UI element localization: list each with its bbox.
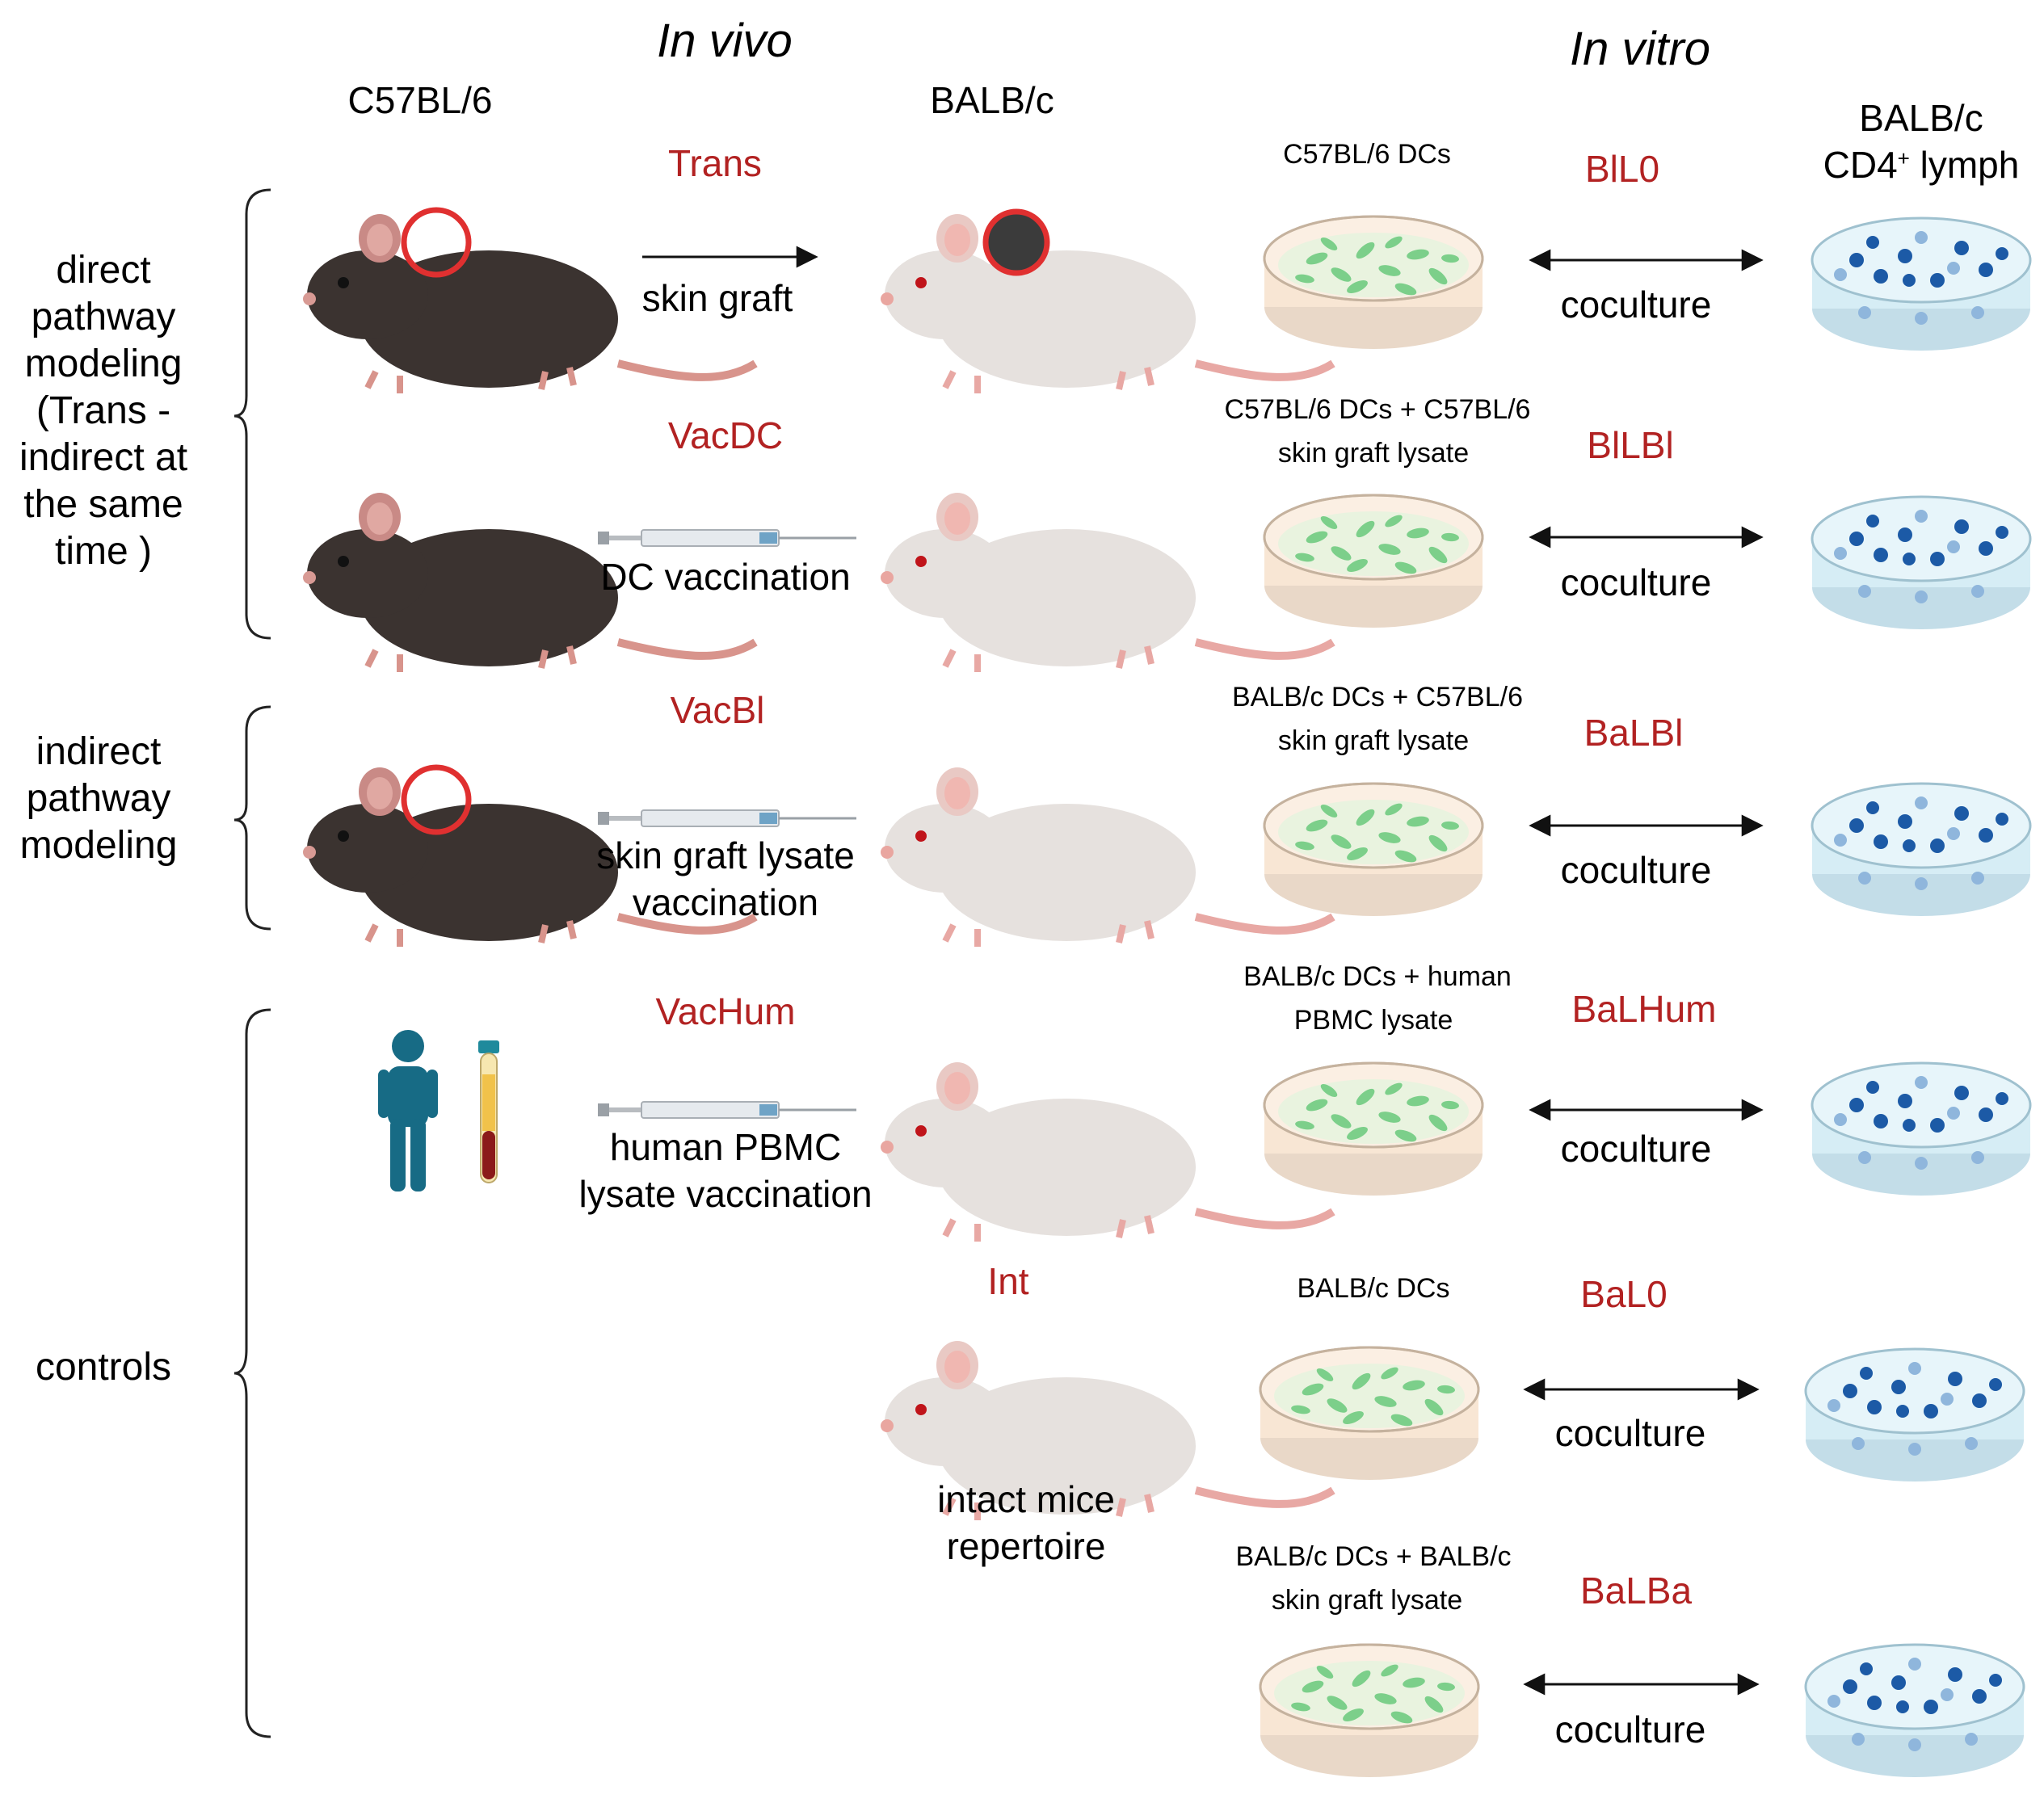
dc-dish (1263, 494, 1484, 629)
lymph-dish (1811, 782, 2032, 918)
lymph-dish (1811, 495, 2032, 631)
code-trans: Trans (668, 142, 762, 184)
code-vacbl: VacBl (671, 689, 765, 731)
dc-dish (1259, 1643, 1480, 1779)
lymph-dish (1804, 1347, 2025, 1483)
brace-direct (233, 188, 271, 640)
dish-label: BALB/c DCs + C57BL/6 (1232, 682, 1523, 712)
header-in-vivo: In vivo (657, 15, 793, 67)
strain-lymph-line2: CD4+ lymph (1823, 144, 2020, 186)
code-bll0: BlL0 (1585, 148, 1659, 190)
coculture-label: coculture (1561, 561, 1712, 603)
svg-text:indirect: indirect (36, 730, 162, 773)
group-label-indirect: indirect pathway modeling (20, 730, 178, 867)
dish-label: skin graft lysate (1278, 438, 1469, 469)
strain-donor: C57BL/6 (347, 79, 492, 121)
coculture-label: coculture (1561, 849, 1712, 891)
brace-controls (233, 1008, 271, 1738)
dc-dish (1259, 1346, 1480, 1481)
dish-label: skin graft lysate (1278, 725, 1469, 756)
dc-dish (1263, 1061, 1484, 1197)
code-int: Int (987, 1260, 1028, 1302)
code-bal0: BaL0 (1580, 1273, 1667, 1315)
group-label-direct: direct pathway modeling (Trans - indirec… (19, 249, 187, 573)
action-lysate-vaccination-2: vaccination (633, 881, 818, 923)
lymph-dish (1811, 1061, 2032, 1197)
lymph-dish (1804, 1643, 2025, 1779)
strain-recipient: BALB/c (930, 79, 1054, 121)
action-intact-2: repertoire (947, 1525, 1106, 1567)
syringe-icon (596, 1100, 858, 1120)
coculture-label: coculture (1555, 1412, 1706, 1454)
svg-text:indirect at: indirect at (19, 436, 187, 479)
svg-text:(Trans -: (Trans - (36, 389, 170, 432)
svg-text:controls: controls (36, 1346, 171, 1389)
header-in-vitro: In vitro (1570, 23, 1710, 75)
svg-text:pathway: pathway (32, 296, 176, 338)
lymph-dish (1811, 216, 2032, 352)
person-icon (378, 1030, 438, 1191)
dish-label: skin graft lysate (1272, 1585, 1462, 1616)
svg-text:modeling: modeling (20, 824, 178, 867)
blood-tube-icon (478, 1040, 499, 1183)
code-vacdc: VacDC (668, 414, 783, 456)
syringe-icon (596, 528, 858, 548)
svg-text:direct: direct (56, 249, 150, 292)
dish-label: C57BL/6 DCs + C57BL/6 (1225, 394, 1531, 425)
brace-indirect (233, 705, 271, 931)
strain-lymph-line1: BALB/c (1859, 97, 1983, 139)
group-label-controls: controls (36, 1346, 171, 1389)
graft-icon (982, 208, 1050, 276)
action-intact-1: intact mice (937, 1478, 1115, 1520)
code-bllbl: BlLBl (1587, 424, 1673, 466)
svg-text:modeling: modeling (25, 343, 183, 385)
code-balbl: BaLBl (1584, 712, 1684, 754)
dc-dish (1263, 215, 1484, 351)
code-balba: BaLBa (1580, 1570, 1693, 1612)
coculture-label: coculture (1555, 1708, 1706, 1750)
graft-site-ring (401, 764, 472, 835)
dish-label: PBMC lysate (1294, 1005, 1453, 1036)
coculture-label: coculture (1561, 1128, 1712, 1170)
code-balhum: BaLHum (1572, 988, 1717, 1030)
dc-dish (1263, 782, 1484, 918)
action-dc-vaccination: DC vaccination (600, 556, 850, 598)
svg-text:time ): time ) (55, 530, 152, 573)
action-pbmc-2: lysate vaccination (578, 1173, 872, 1215)
syringe-icon (596, 809, 858, 828)
svg-text:the same: the same (23, 483, 183, 526)
dish-label: BALB/c DCs (1297, 1273, 1450, 1304)
svg-text:pathway: pathway (27, 777, 171, 820)
action-lysate-vaccination-1: skin graft lysate (596, 834, 855, 876)
code-vachum: VacHum (656, 990, 796, 1032)
dish-label: BALB/c DCs + human (1243, 961, 1512, 992)
dish-label: BALB/c DCs + BALB/c (1235, 1541, 1511, 1572)
dish-label: C57BL/6 DCs (1283, 139, 1451, 170)
action-skin-graft: skin graft (642, 277, 793, 319)
graft-site-ring (401, 207, 472, 278)
coculture-label: coculture (1561, 284, 1712, 326)
action-pbmc-1: human PBMC (610, 1126, 841, 1168)
